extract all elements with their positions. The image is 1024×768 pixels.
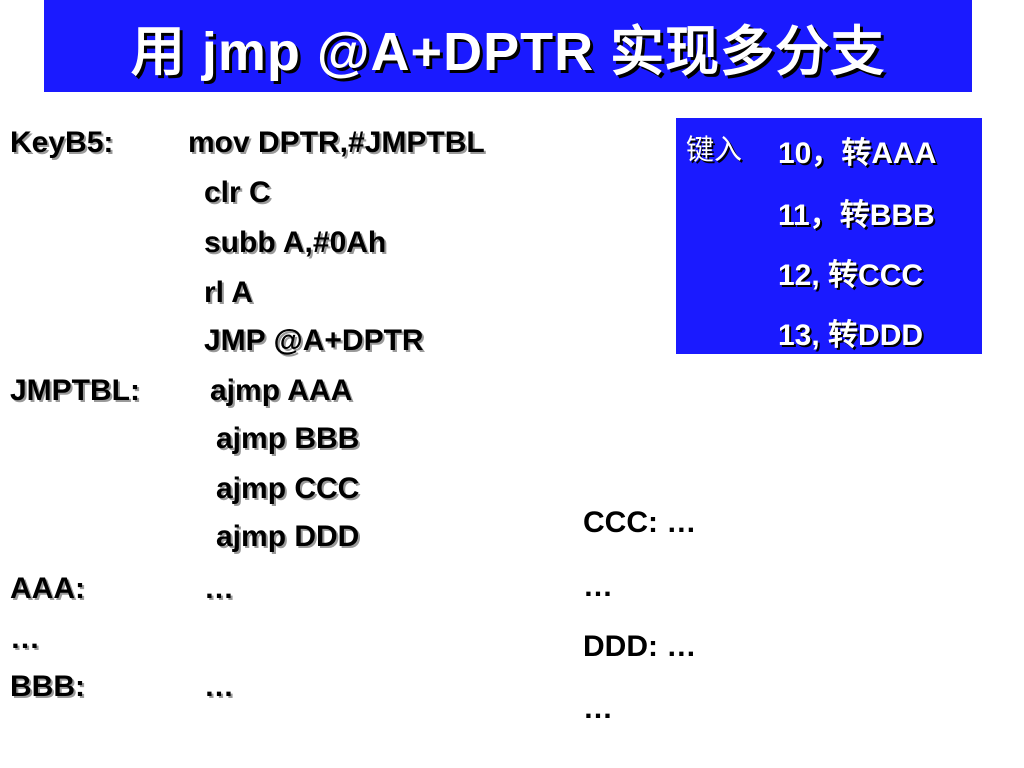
title-bar: 用 jmp @A+DPTR 实现多分支 — [44, 0, 972, 92]
key-row: 键入 10，转AAA — [676, 128, 976, 170]
code-label: BBB: — [10, 670, 85, 703]
code-line-bbb: BBB: … — [0, 670, 580, 710]
page-title: 用 jmp @A+DPTR 实现多分支 — [130, 21, 886, 82]
code-line: ajmp DDD — [0, 520, 580, 560]
code-instruction: ajmp AAA — [210, 374, 353, 407]
code-line-keyb5: KeyB5: mov DPTR,#JMPTBL — [0, 126, 580, 166]
code-line: ajmp BBB — [0, 422, 580, 462]
code-line-aaa: AAA: … — [0, 572, 580, 612]
right-code-line: DDD: … — [583, 630, 697, 663]
key-mapping: 13, 转DDD — [778, 319, 924, 352]
code-instruction: … — [204, 670, 234, 703]
code-line: subb A,#0Ah — [0, 226, 580, 266]
code-line: clr C — [0, 176, 580, 216]
key-row: 12, 转CCC — [676, 250, 976, 292]
key-mapping: 10，转AAA — [778, 137, 937, 170]
code-instruction: ajmp DDD — [216, 520, 360, 553]
code-label: KeyB5: — [10, 126, 114, 159]
code-line: rl A — [0, 276, 580, 316]
code-instruction: rl A — [204, 276, 253, 309]
right-code-line: CCC: … — [583, 506, 697, 539]
right-code-line: … — [583, 692, 613, 725]
key-row: 13, 转DDD — [676, 310, 976, 352]
key-mapping: 11，转BBB — [778, 199, 935, 232]
code-instruction: subb A,#0Ah — [204, 226, 387, 259]
code-line-ellipsis: … — [0, 622, 580, 662]
code-instruction: … — [204, 572, 234, 605]
code-label: … — [10, 622, 40, 655]
code-instruction: mov DPTR,#JMPTBL — [188, 126, 485, 159]
key-prefix: 键入 — [686, 134, 743, 165]
code-line-jmptbl: JMPTBL: ajmp AAA — [0, 374, 580, 414]
code-line: ajmp CCC — [0, 472, 580, 512]
key-row: 11，转BBB — [676, 190, 976, 232]
key-mapping-box: 键入 10，转AAA 11，转BBB 12, 转CCC 13, 转DDD — [676, 118, 982, 354]
code-instruction: clr C — [204, 176, 271, 209]
code-instruction: ajmp BBB — [216, 422, 360, 455]
code-instruction: JMP @A+DPTR — [204, 324, 424, 357]
right-code-line: … — [583, 570, 613, 603]
code-label: AAA: — [10, 572, 85, 605]
code-instruction: ajmp CCC — [216, 472, 360, 505]
code-line: JMP @A+DPTR — [0, 324, 580, 364]
key-mapping: 12, 转CCC — [778, 259, 924, 292]
code-label: JMPTBL: — [10, 374, 140, 407]
